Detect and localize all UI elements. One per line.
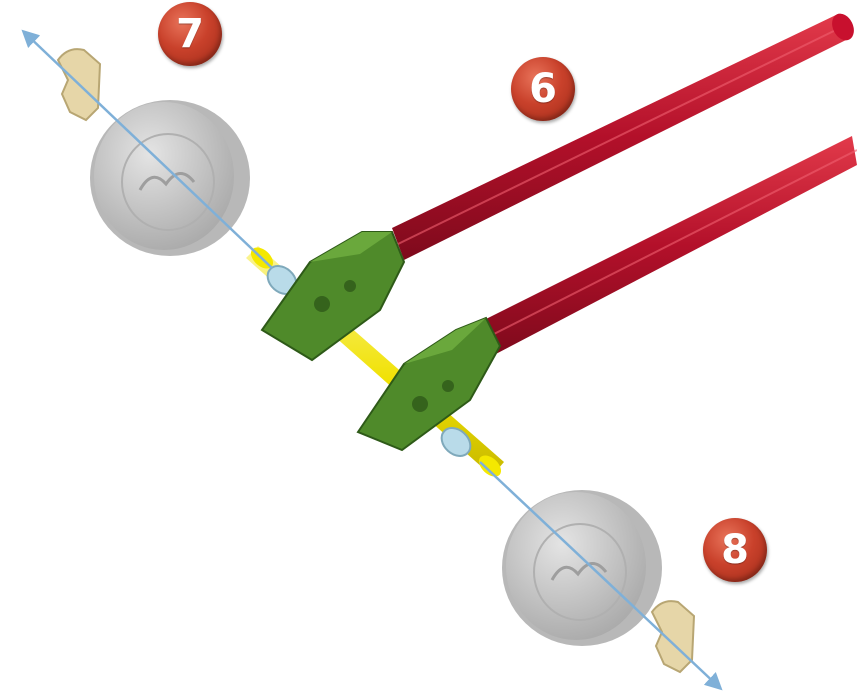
step-7-badge: 7 [158,2,222,66]
green-bracket-upper [262,232,404,360]
step-7-number: 7 [176,14,204,54]
green-bracket-lower [358,318,500,450]
step-8-number: 8 [721,530,749,570]
wheel-left [90,100,250,256]
step-8-badge: 8 [703,518,767,582]
red-rod-upper [392,10,857,260]
wheel-right [502,490,662,646]
step-6-badge: 6 [511,57,575,121]
step-6-number: 6 [529,69,557,109]
clip-right [652,601,694,672]
